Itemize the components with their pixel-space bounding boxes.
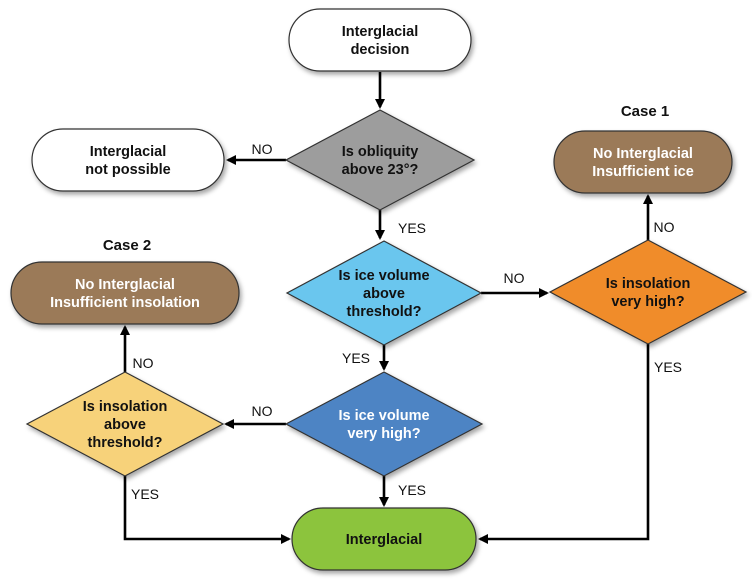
edge-label-yes: YES — [654, 359, 682, 375]
node-text-line: No Interglacial — [593, 146, 693, 162]
diamond-shape — [548, 239, 748, 345]
diamond-shape — [284, 109, 476, 211]
diamond-shape — [25, 371, 225, 477]
rounded-box-shape — [288, 8, 472, 72]
node-interglacial: Interglacial — [291, 507, 477, 571]
node-text-line: Is insolation — [606, 276, 691, 292]
diamond-shape — [285, 240, 483, 346]
node-ice-very-high: Is ice volume very high? — [284, 371, 484, 477]
edge-label-no: NO — [654, 219, 675, 235]
edge-label-yes: YES — [342, 350, 370, 366]
node-not-possible: Interglacial not possible — [31, 128, 225, 192]
edge-label-no: NO — [133, 355, 154, 371]
node-text-line: above — [363, 286, 405, 302]
node-insolation-very-high: Is insolation very high? — [548, 239, 748, 345]
edges-layer — [120, 72, 653, 544]
edge-label-no: NO — [504, 270, 525, 286]
node-text-line: No Interglacial — [75, 277, 175, 293]
node-text-line: Is obliquity — [342, 144, 419, 160]
node-text-line: threshold? — [88, 435, 163, 451]
edge-label-yes: YES — [398, 220, 426, 236]
node-text-line: threshold? — [347, 304, 422, 320]
node-text-line: very high? — [347, 426, 420, 442]
node-text-line: above 23°? — [342, 162, 419, 178]
node-ice-threshold: Is ice volume above threshold? — [285, 240, 483, 346]
node-text-line: Insufficient insolation — [50, 295, 200, 311]
rounded-box-shape — [291, 507, 477, 571]
node-insolation-threshold: Is insolation above threshold? — [25, 371, 225, 477]
case-1-label: Case 1 — [621, 103, 669, 120]
edge-label-yes: YES — [398, 482, 426, 498]
node-obliquity: Is obliquity above 23°? — [284, 109, 476, 211]
rounded-box-shape — [10, 261, 240, 325]
rounded-box-shape — [553, 130, 733, 194]
node-text-line: above — [104, 417, 146, 433]
nodes-layer: Interglacial decision Is obliquity above 23… — [10, 8, 748, 571]
diamond-shape — [284, 371, 484, 477]
node-text-line: Interglacial — [90, 144, 167, 160]
node-text-line: Is ice volume — [338, 268, 429, 284]
labels-layer: Case 1 Case 2 NO YES NO NO YES YES NO YES NO YES — [103, 103, 682, 502]
edge-insolation-very-high-to-interglacial — [478, 344, 650, 544]
case-2-label: Case 2 — [103, 237, 151, 254]
node-text-line: Is ice volume — [338, 408, 429, 424]
node-text-line: Interglacial — [342, 24, 419, 40]
node-text-line: decision — [351, 42, 410, 58]
edge-insolation-threshold-to-interglacial — [123, 476, 291, 544]
node-text-line: Is insolation — [83, 399, 168, 415]
edge-label-yes: YES — [131, 486, 159, 502]
node-start: Interglacial decision — [288, 8, 472, 72]
node-text-line: very high? — [611, 294, 684, 310]
rounded-box-shape — [31, 128, 225, 192]
node-text-line: Insufficient ice — [592, 164, 694, 180]
node-text-line: not possible — [85, 162, 170, 178]
node-text-line: Interglacial — [346, 532, 423, 548]
edge-label-no: NO — [252, 141, 273, 157]
edge-label-no: NO — [252, 403, 273, 419]
